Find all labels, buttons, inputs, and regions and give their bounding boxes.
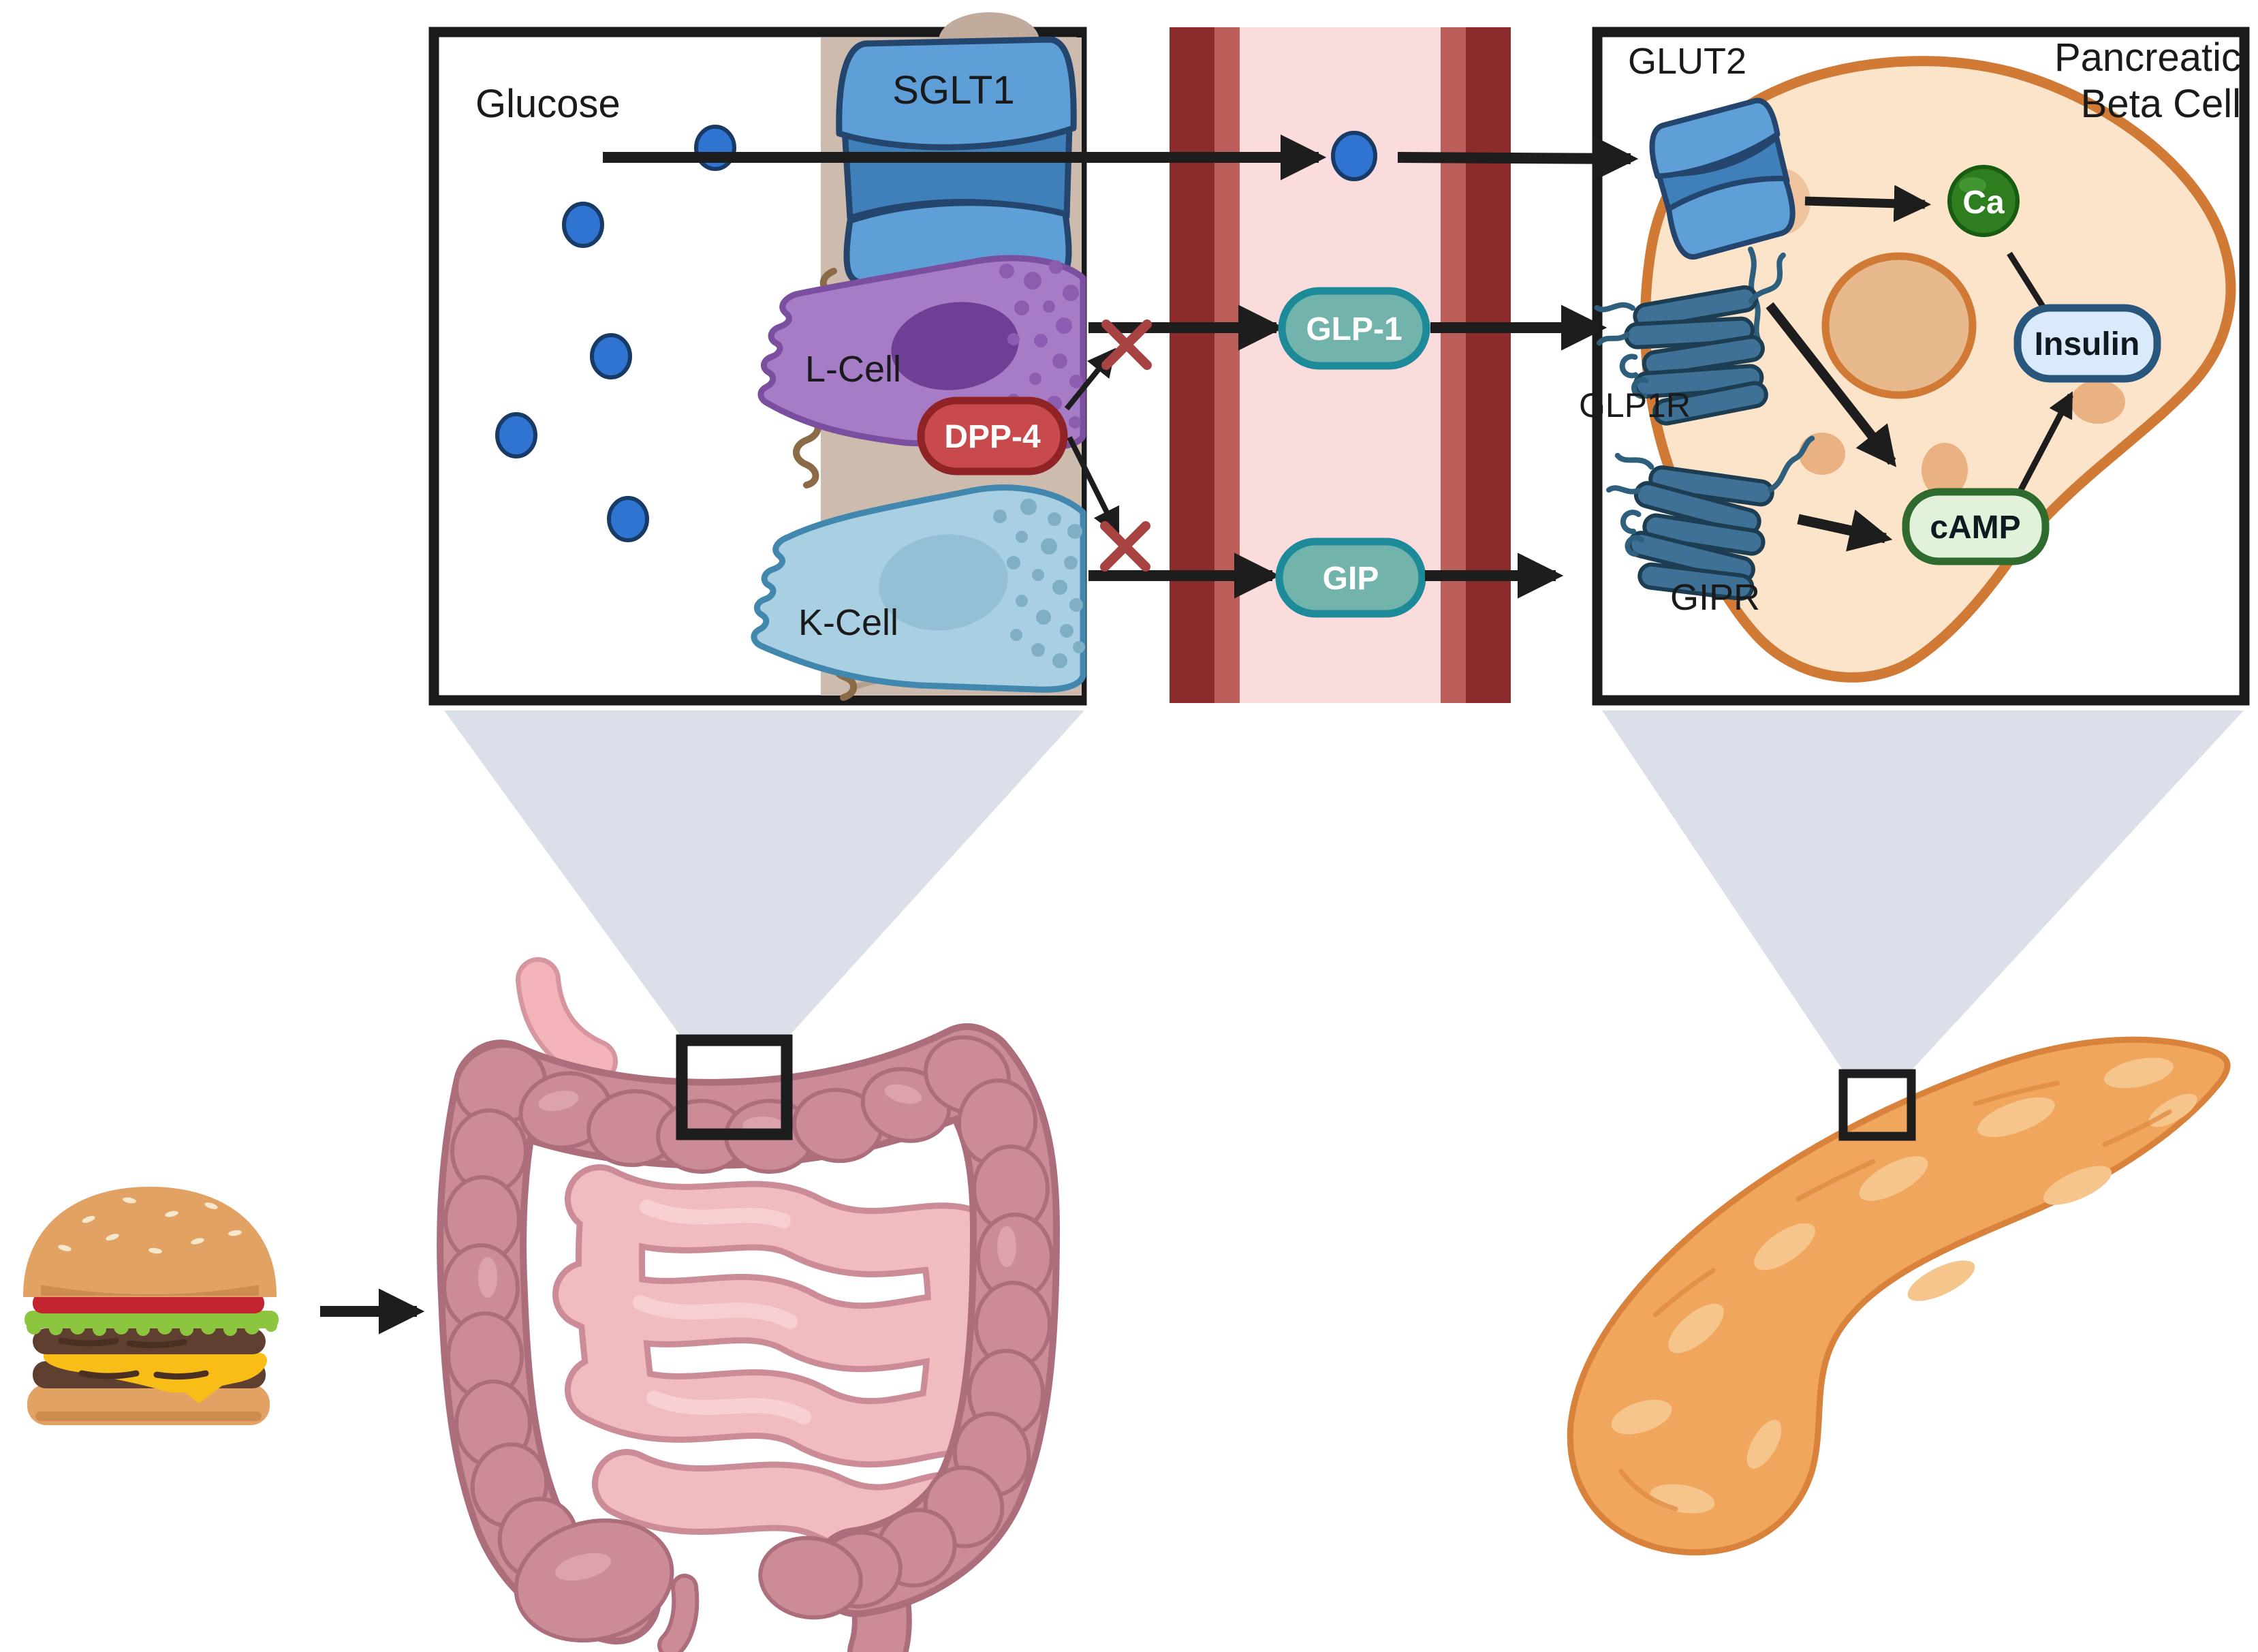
zoom-box-intestine: [676, 1034, 793, 1140]
sglt1-label: SGLT1: [892, 68, 1014, 112]
glp1r-receptor: [1594, 252, 1786, 426]
camp-node: cAMP: [1902, 488, 2050, 565]
gipr-label: GIPR: [1670, 577, 1760, 618]
k-cell-label: K-Cell: [798, 602, 898, 643]
gip-label: GIP: [1323, 561, 1379, 597]
camp-label: cAMP: [1930, 510, 2020, 546]
k-cell: [751, 484, 1086, 693]
glp1-hormone: GLP-1: [1278, 287, 1430, 370]
zoom-box-pancreas: [1838, 1069, 1916, 1141]
pancreas-texture: [1611, 1057, 2197, 1514]
pancreas-illustration: [1567, 1036, 2231, 1556]
transport-arrows: GLP-1 GIP: [603, 131, 1639, 618]
calcium-ion: Ca: [1947, 165, 2020, 237]
arrow-glucose-to-ca: [1804, 185, 1932, 222]
arrow-dpp4-to-gip: [1067, 436, 1120, 537]
x-mark-icon: [1101, 320, 1152, 370]
l-cell-label: L-Cell: [805, 349, 901, 390]
k-cell-granules: [993, 499, 1085, 668]
gip-hormone: GIP: [1275, 537, 1426, 618]
x-mark-icon: [1100, 521, 1150, 572]
beta-cell-nucleus: [1821, 252, 1977, 399]
zoom-funnel-pancreas: [1602, 711, 2244, 1075]
sglt1-transporter: [836, 36, 1077, 287]
intestine-inset-panel: DPP-4 Glucose SGLT1 L-Cell K-Cell: [428, 12, 1087, 706]
hamburger-icon: [23, 1187, 279, 1425]
insulin-node: Insulin: [2013, 304, 2161, 383]
beta-cell-inset-panel: Ca Insulin cAMP GLUT2 Pancreatic Beta Ce…: [1579, 27, 2250, 706]
panel-title-line2: Beta Cell: [2081, 82, 2241, 126]
glucose-dot-in-blood: [1331, 131, 1377, 181]
glp1-label: GLP-1: [1306, 311, 1402, 347]
glucose-molecules: [495, 125, 736, 542]
ca-label: Ca: [1962, 185, 2005, 221]
zoom-funnel-intestine: [444, 711, 1084, 1042]
blocked-x-icons: [1100, 320, 1152, 572]
glut2-transporter: [1649, 97, 1796, 260]
arrow-glp1r-to-camp: [1766, 302, 1897, 467]
arrow-gipr-to-camp: [1797, 510, 1893, 552]
dpp4-label: DPP-4: [944, 419, 1041, 455]
glp1r-label: GLP1R: [1579, 386, 1691, 424]
arrow-camp-to-insulin: [2012, 391, 2073, 503]
intestine-illustration: [437, 957, 1061, 1652]
sesame-seeds: [58, 1197, 242, 1254]
colon-haustra: [442, 1035, 1054, 1643]
glucose-label: Glucose: [475, 82, 621, 126]
panel-title-line1: Pancreatic: [2054, 35, 2241, 80]
glut2-label: GLUT2: [1628, 41, 1746, 82]
arrow-glucose-to-beta-cell: [1397, 136, 1639, 182]
insulin-label: Insulin: [2035, 326, 2140, 362]
gipr-receptor: [1605, 435, 1815, 601]
dpp4-enzyme: DPP-4: [917, 396, 1068, 476]
